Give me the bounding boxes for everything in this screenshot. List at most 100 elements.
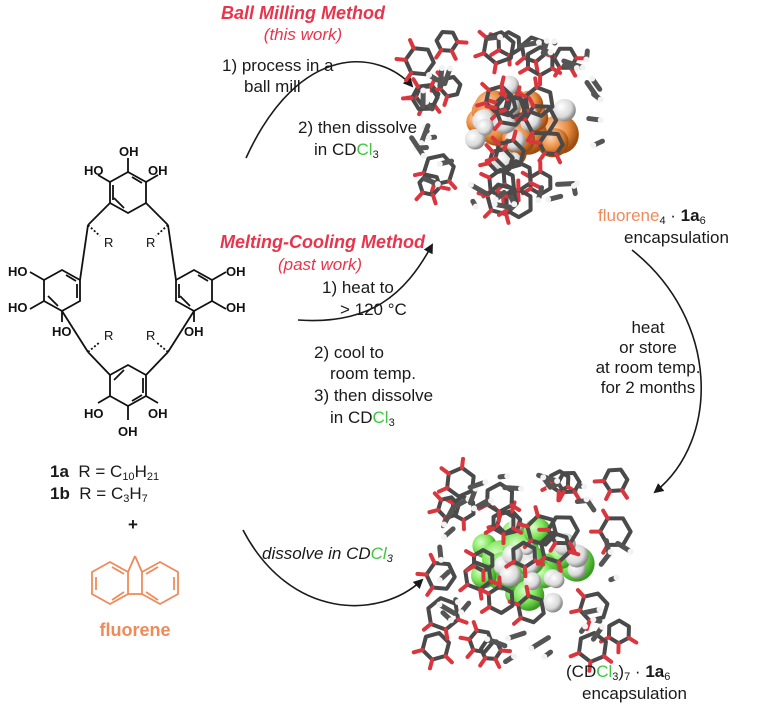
hydroxyl-bond <box>480 32 487 38</box>
hydrogen-tip <box>544 38 550 44</box>
hydroxyl-bond <box>446 630 447 639</box>
r-label: R <box>104 328 113 343</box>
cage-ring <box>604 470 628 491</box>
hydrogen-tip <box>426 72 432 78</box>
hydrogen-tip <box>628 549 634 555</box>
hydroxyl-bond <box>466 551 474 555</box>
fluorene-label: fluorene <box>90 620 180 640</box>
melting-cooling-subtitle: (past work) <box>220 255 420 275</box>
hydrogen-tip <box>455 599 461 605</box>
hydroxyl-bond <box>571 610 580 612</box>
hydroxyl-bond <box>439 488 447 492</box>
hydroxyl-bond <box>445 656 451 662</box>
hydroxyl-bond <box>491 50 499 55</box>
hydrogen-tip <box>584 496 590 502</box>
hydroxyl-bond <box>525 567 526 576</box>
hydrogen-tip <box>541 654 547 660</box>
oh-label: OH <box>118 424 138 439</box>
hydrogen-tip <box>492 201 498 207</box>
hydrogen-tip <box>511 653 517 659</box>
hydrogen-tip <box>471 505 477 511</box>
hydrogen-tip <box>439 65 445 71</box>
hydroxyl-bond <box>468 650 474 657</box>
hydroxyl-bond <box>488 100 497 103</box>
hydroxyl-bond <box>462 459 463 468</box>
cdcl3-capsule-model <box>414 459 637 671</box>
oh-label: OH <box>184 324 204 339</box>
hydroxyl-bond <box>520 68 528 72</box>
hydrogen-tip <box>441 534 447 540</box>
cage-ring <box>437 32 458 51</box>
hydrogen-tip <box>545 197 551 203</box>
hydroxyl-bond <box>539 153 544 160</box>
hydroxyl-bond <box>417 574 426 575</box>
hydroxyl-bond <box>574 492 579 500</box>
hydroxyl-bond <box>486 106 495 108</box>
hydroxyl-bond <box>458 619 466 622</box>
hydroxyl-bond <box>475 53 483 56</box>
hydrogen-tip <box>582 623 588 629</box>
hydroxyl-bond <box>481 174 489 178</box>
hydrogen-tip <box>528 645 534 651</box>
hydroxyl-bond <box>487 158 496 160</box>
melting-cooling-step1: 1) heat to <box>322 278 394 298</box>
hydroxyl-bond <box>514 618 521 624</box>
hydrogen-tip <box>488 498 494 504</box>
cage-ring <box>405 48 433 74</box>
hydrogen-tip <box>614 574 620 580</box>
hydroxyl-bond <box>519 524 528 526</box>
hydroxyl-bond <box>477 103 486 106</box>
hydroxyl-bond <box>442 468 449 473</box>
hydroxyl-bond <box>486 528 494 533</box>
hydrogen-tip <box>448 617 454 623</box>
hydroxyl-bond <box>595 481 604 482</box>
hydroxyl-bond <box>397 59 406 60</box>
melting-cooling-solvent: in CDCl3 <box>330 408 395 428</box>
hydrogen-tip <box>421 153 427 159</box>
hydrogen-atom <box>548 572 564 588</box>
hydrogen-atom <box>543 593 563 613</box>
hydrogen-tip <box>599 624 605 630</box>
hydrogen-tip <box>484 636 490 642</box>
ball-milling-step1b: ball mill <box>244 77 301 97</box>
hydrogen-tip <box>447 65 453 71</box>
hydroxyl-bond <box>415 173 424 175</box>
hydroxyl-bond <box>417 193 423 200</box>
hydroxyl-bond <box>578 590 584 597</box>
cage-bond <box>531 638 548 649</box>
hydroxyl-bond <box>506 214 508 223</box>
compound-1a-label: 1a R = C10H21 <box>50 462 159 482</box>
hydroxyl-bond <box>622 490 627 498</box>
conversion-line3: at room temp. <box>578 358 718 378</box>
fluorene-structure <box>92 556 178 604</box>
hydrogen-tip <box>437 161 443 167</box>
cage-ring <box>426 563 454 589</box>
oh-label: OH <box>226 300 246 315</box>
hydroxyl-bond <box>461 638 470 640</box>
hydrogen-tip <box>540 474 546 480</box>
plus-sign: + <box>118 515 148 535</box>
hydroxyl-bond <box>517 58 524 64</box>
hydrogen-tip <box>436 602 442 608</box>
hydroxyl-bond <box>452 51 456 59</box>
hydrogen-tip <box>580 64 586 70</box>
r-label: R <box>146 328 155 343</box>
fluorene-complex-formula: fluorene4 · 1a6 <box>598 206 706 226</box>
ho-label: HO <box>84 163 104 178</box>
hydrogen-tip <box>574 65 580 71</box>
oh-label: OH <box>119 144 139 159</box>
hydroxyl-bond <box>429 510 438 512</box>
hydroxyl-bond <box>480 163 489 165</box>
melting-cooling-step1b: > 120 °C <box>340 300 407 320</box>
hydroxyl-bond <box>410 40 414 48</box>
hydrogen-tip <box>435 181 441 187</box>
hydroxyl-bond <box>427 588 432 595</box>
hydroxyl-bond <box>527 587 529 596</box>
cdcl3-complex-formula: (CDCl3)7 · 1a6 <box>566 662 670 682</box>
oh-label: OH <box>148 163 168 178</box>
hydroxyl-bond <box>499 577 500 586</box>
cage-ring <box>609 621 629 644</box>
hydroxyl-bond <box>440 187 449 189</box>
hydroxyl-bond <box>444 96 447 105</box>
melting-cooling-step2b: room temp. <box>330 364 416 384</box>
